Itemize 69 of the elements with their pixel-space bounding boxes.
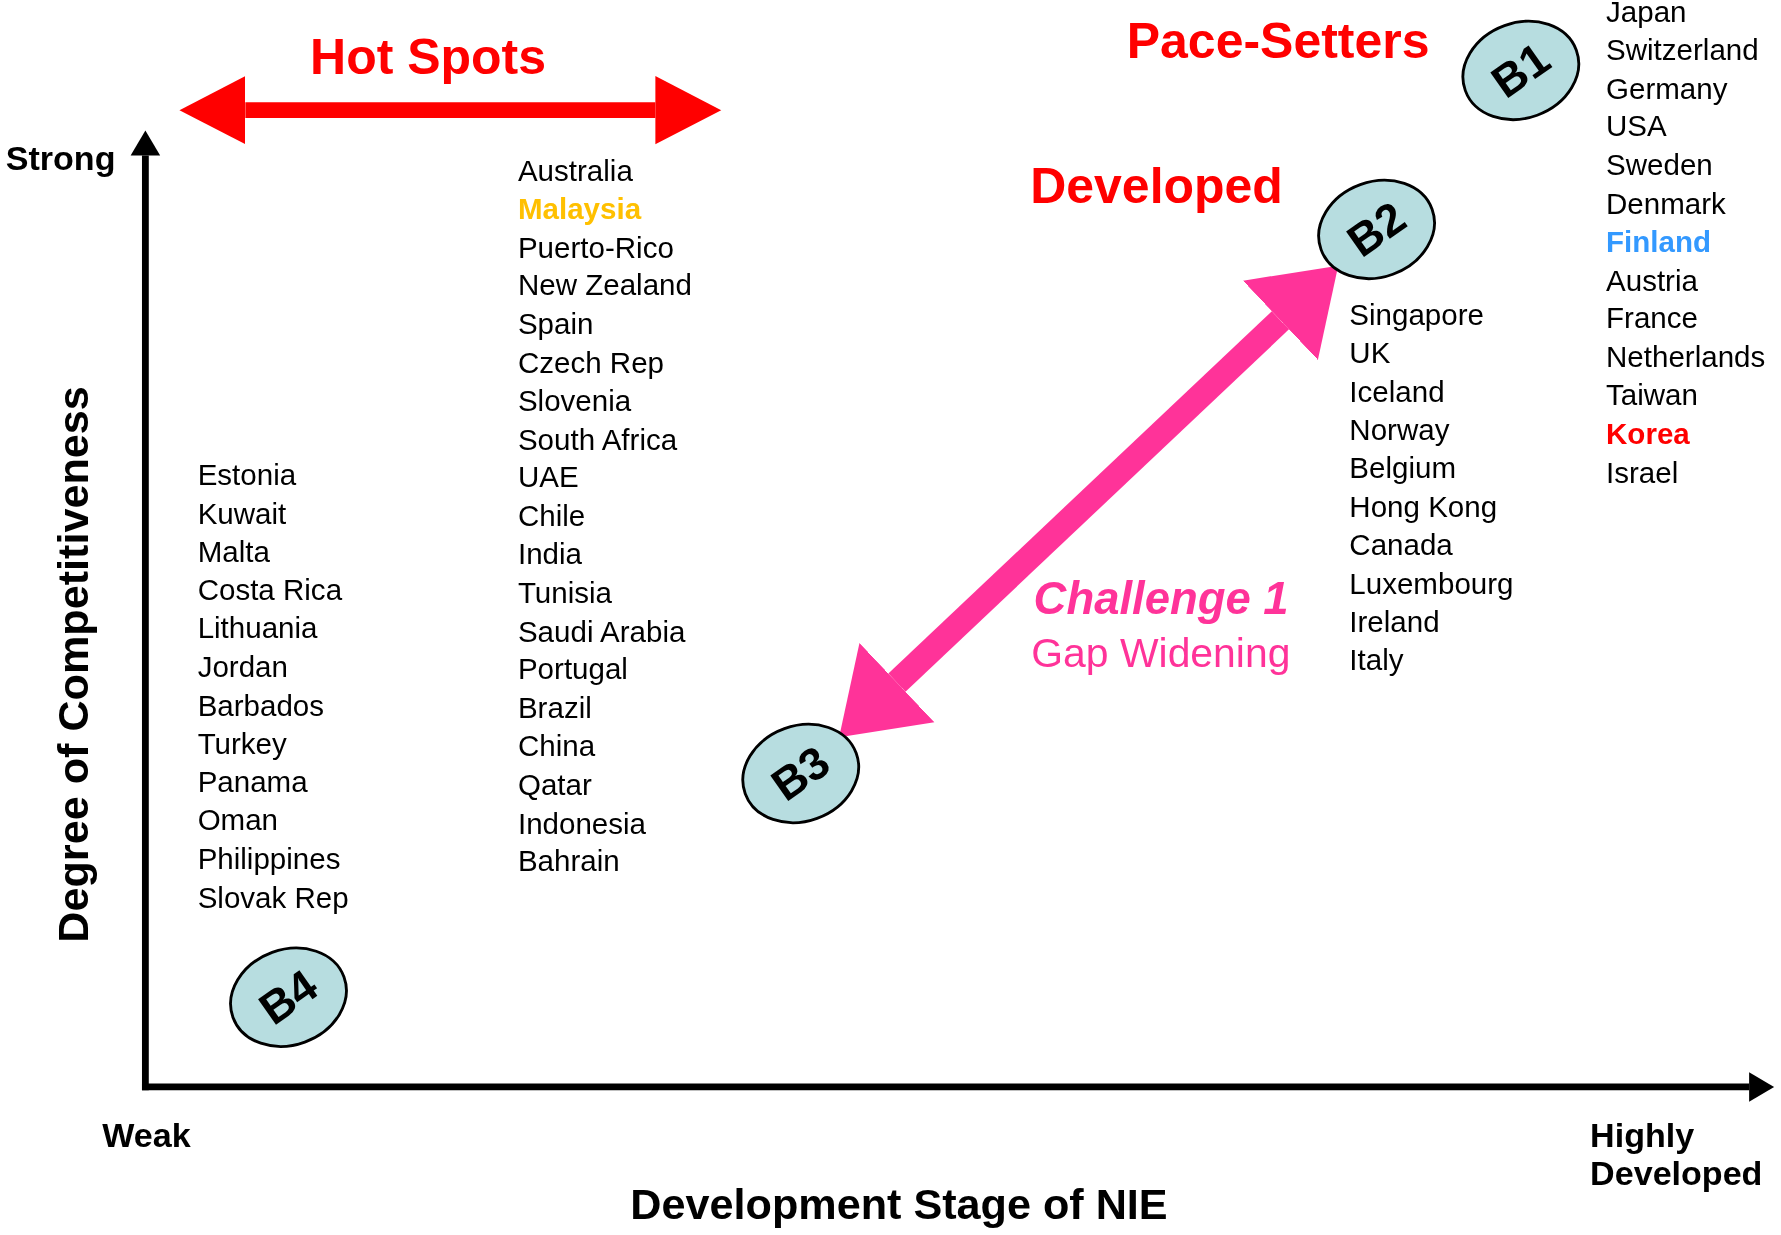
axis-end-label: Strong (5, 139, 116, 178)
country-name: Ireland (1349, 605, 1440, 639)
country-name: New Zealand (517, 269, 692, 303)
country-name: Denmark (1606, 187, 1726, 220)
country-name: Slovak Rep (197, 881, 349, 914)
group-heading: Pace-Setters (1126, 13, 1430, 69)
country-name: Puerto-Rico (517, 231, 674, 264)
country-name: Qatar (517, 768, 592, 802)
node-label: B4 (250, 959, 327, 1035)
node-label: B3 (762, 735, 840, 812)
country-name: Saudi Arabia (517, 615, 686, 648)
axis-end-label: Highly Developed (1590, 1116, 1764, 1192)
country-name: Iceland (1349, 375, 1445, 408)
country-name: Germany (1606, 72, 1728, 105)
country-name: Norway (1349, 413, 1450, 447)
country-name: Malta (197, 535, 270, 569)
country-name: Panama (197, 765, 308, 799)
node-label: B2 (1338, 191, 1416, 267)
country-name: Lithuania (197, 612, 318, 645)
country-name: UAE (517, 461, 579, 495)
group-heading: Hot Spots (310, 29, 547, 85)
double-arrow (839, 265, 1339, 738)
country-name: Italy (1349, 644, 1404, 677)
country-name: UK (1349, 337, 1391, 370)
country-name: Kuwait (197, 497, 287, 530)
country-name: USA (1606, 110, 1667, 144)
axis-title: Degree of Competitiveness (50, 386, 98, 943)
country-name: Japan (1606, 0, 1687, 28)
country-name: Taiwan (1606, 379, 1698, 412)
country-name: Hong Kong (1349, 490, 1498, 524)
country-name: Spain (517, 308, 594, 341)
country-name: Oman (197, 804, 279, 837)
country-name: Finland (1606, 225, 1711, 259)
arrow-caption: Gap Widening (1031, 630, 1291, 676)
country-name: Slovenia (517, 384, 632, 418)
country-name: France (1606, 302, 1698, 336)
country-name: South Africa (517, 423, 678, 456)
country-name: Austria (1606, 264, 1698, 297)
country-name: Switzerland (1606, 33, 1759, 67)
country-name: Tunisia (517, 576, 613, 610)
axis-title: Development Stage of NIE (630, 1181, 1168, 1229)
country-name: China (517, 730, 596, 763)
axis-end-label: Weak (102, 1116, 191, 1154)
country-name: Chile (517, 499, 586, 533)
country-name: Korea (1606, 417, 1690, 451)
country-name: Sweden (1606, 149, 1713, 182)
country-name: Indonesia (517, 807, 646, 840)
country-name: Barbados (197, 689, 325, 722)
country-name: Belgium (1349, 452, 1456, 485)
node-label: B1 (1482, 32, 1560, 108)
country-name: Costa Rica (197, 574, 343, 607)
country-name: Turkey (197, 727, 287, 761)
country-name: Singapore (1349, 298, 1484, 332)
country-name: Israel (1606, 456, 1679, 489)
arrow-caption: Challenge 1 (1033, 573, 1289, 624)
country-name: Czech Rep (517, 346, 664, 379)
country-name: Netherlands (1606, 340, 1766, 374)
group-heading: Developed (1030, 159, 1283, 214)
country-name: Portugal (517, 653, 628, 686)
country-name: Luxembourg (1349, 567, 1514, 600)
country-name: Estonia (197, 458, 297, 492)
country-name: Canada (1349, 529, 1453, 562)
country-name: Philippines (197, 842, 341, 876)
country-name: Malaysia (517, 192, 642, 226)
country-name: Jordan (197, 650, 288, 684)
country-name: Brazil (517, 691, 592, 725)
country-name: India (517, 538, 582, 571)
country-name: Australia (517, 154, 633, 187)
country-name: Bahrain (517, 845, 620, 878)
